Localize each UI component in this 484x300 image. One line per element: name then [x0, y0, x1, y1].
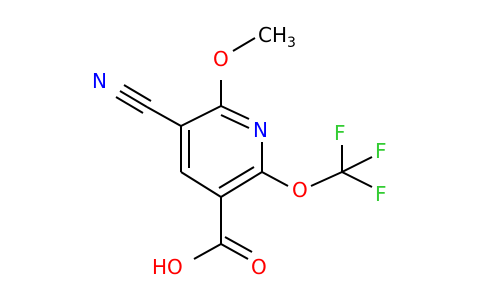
methoxy-oxygen-label: O: [213, 47, 229, 71]
bond-o-methyl: [232, 37, 256, 52]
bond-cn-triple-3: [123, 84, 152, 102]
carbonyl-oxygen-label: O: [251, 255, 267, 279]
bond-c6-c5: [220, 171, 263, 198]
bond-c-o-double-2: [224, 236, 253, 253]
bond-c2-n1-inner: [220, 114, 250, 129]
bond-cn-triple-2: [115, 96, 144, 114]
fluorine-2-label: F: [375, 139, 387, 163]
bond-c3-cn: [146, 106, 182, 127]
bond-c3-c2: [180, 105, 222, 127]
methyl-label: CH3: [258, 23, 296, 51]
bond-c6-o-ocf3: [261, 171, 289, 187]
bond-cn-triple-1: [119, 90, 148, 108]
bond-o-cf3: [310, 171, 343, 187]
nitrile-nitrogen-label: N: [92, 69, 107, 93]
bond-c2-n1: [220, 105, 250, 120]
bond-c6-c5-inner: [218, 166, 255, 189]
hydroxyl-label: HO: [152, 255, 183, 279]
bond-c-o-double-1: [220, 243, 249, 260]
bond-c5-c4: [180, 171, 222, 198]
ring-nitrogen-label: N: [253, 118, 268, 142]
bond-c-oh: [193, 243, 222, 260]
ocf3-oxygen-label: O: [292, 178, 308, 202]
fluorine-3-label: F: [375, 182, 387, 206]
bond-cf3-f3: [341, 171, 373, 188]
fluorine-1-label: F: [334, 121, 346, 145]
bond-cf3-f2: [341, 156, 373, 173]
